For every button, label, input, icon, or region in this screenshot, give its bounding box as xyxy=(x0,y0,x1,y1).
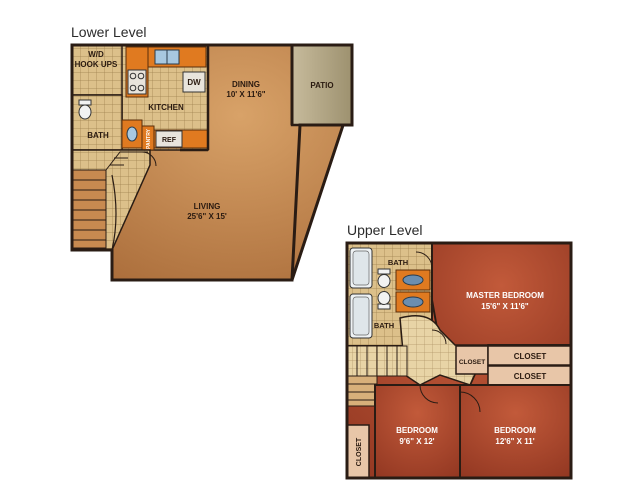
upper-outline xyxy=(345,241,573,480)
upper-stairs xyxy=(346,345,408,407)
wd-label-line1: W/D xyxy=(88,50,104,59)
pantry-label: PANTRY xyxy=(146,128,152,149)
hall-closet xyxy=(455,345,489,375)
upper-bath-top-label: BATH xyxy=(388,258,408,267)
master-bedroom-size: 15'6" X 11'6" xyxy=(481,302,529,311)
toilet-bottom-icon xyxy=(377,291,391,310)
lower-level-plan xyxy=(70,43,354,282)
door-swing xyxy=(431,329,447,345)
lower-bath-label: BATH xyxy=(87,131,109,140)
door-swing xyxy=(419,384,439,404)
closet-2-label: CLOSET xyxy=(514,372,547,381)
door-swing xyxy=(415,251,433,269)
toilet-top-icon xyxy=(377,268,391,288)
ref-label: REF xyxy=(162,137,177,144)
sink-icon xyxy=(154,49,180,65)
bath-sink-icon xyxy=(126,126,138,142)
wd-label-line2: HOOK UPS xyxy=(75,60,118,69)
lower-outline xyxy=(70,43,354,282)
living-label: LIVING xyxy=(194,202,221,211)
closet-1-label: CLOSET xyxy=(514,352,547,361)
lower-level-title: Lower Level xyxy=(71,24,147,40)
door-swing xyxy=(459,391,481,413)
dw-label: DW xyxy=(187,78,201,87)
bedroom-left-label: BEDROOM xyxy=(396,426,438,435)
dishwasher-icon xyxy=(182,71,206,93)
hall-closet-label: CLOSET xyxy=(459,359,485,366)
stove-icon xyxy=(127,69,147,95)
dining-size: 10' X 11'6" xyxy=(226,90,265,99)
upper-level-title: Upper Level xyxy=(347,222,423,238)
refrigerator-icon xyxy=(155,130,183,148)
toilet-icon xyxy=(78,99,92,120)
door-swing xyxy=(141,151,157,167)
bedroom-right-label: BEDROOM xyxy=(494,426,536,435)
dining-label: DINING xyxy=(232,80,260,89)
upper-level-plan xyxy=(345,241,573,480)
upper-bath-bottom-label: BATH xyxy=(374,321,394,330)
bedroom-right-size: 12'6" X 11' xyxy=(495,437,534,446)
bedroom-left-size: 9'6" X 12' xyxy=(399,437,434,446)
side-closet-label: CLOSET xyxy=(356,437,363,466)
kitchen-label: KITCHEN xyxy=(148,103,184,112)
patio-label: PATIO xyxy=(310,81,333,90)
lower-stairs xyxy=(71,151,148,249)
living-size: 25'6" X 15' xyxy=(187,212,227,221)
master-bedroom-label: MASTER BEDROOM xyxy=(466,291,544,300)
living-wall-curve xyxy=(111,174,117,251)
